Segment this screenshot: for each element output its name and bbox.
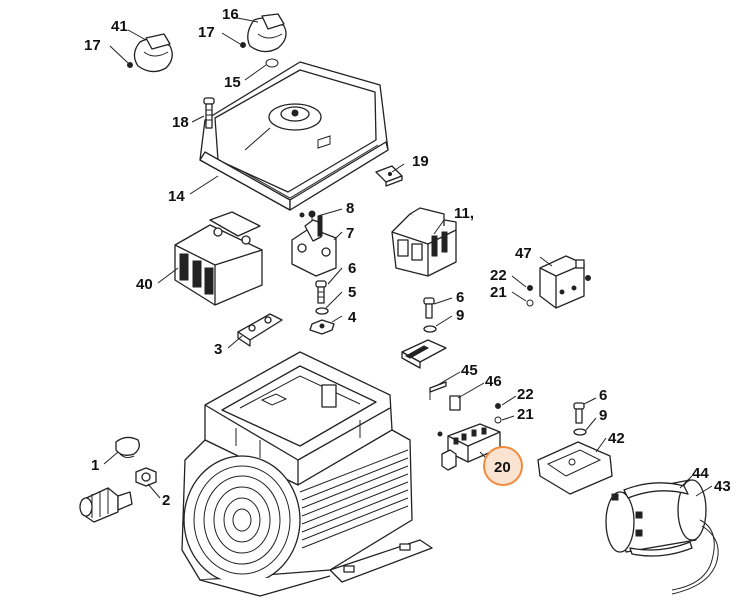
screw-6-center (315, 280, 327, 304)
washer-5 (315, 307, 329, 315)
label-21-lower: 21 (517, 406, 534, 423)
label-17-left: 17 (84, 37, 101, 54)
label-6-center: 6 (348, 260, 356, 277)
gland-nut-2 (135, 467, 157, 487)
motor-housing (181, 351, 433, 597)
label-45: 45 (461, 362, 478, 379)
switch-40 (174, 211, 263, 306)
highlight-circle-20 (483, 446, 523, 486)
label-4: 4 (348, 309, 357, 326)
nut-22-lower (495, 403, 501, 409)
label-2: 2 (162, 492, 170, 509)
nut-22-upper (527, 285, 533, 291)
capacitor-43 (605, 479, 719, 595)
screw-18 (203, 97, 215, 129)
washer-9-mid (423, 325, 437, 333)
relay-47 (539, 255, 585, 309)
label-14: 14 (168, 188, 185, 205)
label-20: 20 (494, 459, 511, 476)
knob-41 (133, 33, 173, 73)
label-6-right: 6 (599, 387, 607, 404)
clip-19 (375, 165, 403, 187)
label-43: 43 (714, 478, 731, 495)
label-15: 15 (224, 74, 241, 91)
cable-gland (79, 487, 133, 523)
capacitor-bracket-42 (537, 441, 613, 495)
label-9-right: 9 (599, 407, 607, 424)
label-7: 7 (346, 225, 354, 242)
label-8: 8 (346, 200, 354, 217)
nut-47 (585, 275, 591, 281)
screw-17-right (240, 42, 246, 48)
plug-1 (115, 436, 140, 459)
label-47: 47 (515, 245, 532, 262)
switch-7 (291, 215, 337, 277)
bracket (401, 339, 447, 369)
strain-relief-3 (237, 313, 283, 347)
label-5: 5 (348, 284, 356, 301)
label-11: 11, (454, 205, 474, 222)
leader-lines (103, 16, 713, 499)
washer-9-right (573, 428, 587, 436)
label-1: 1 (91, 457, 99, 474)
screw-6-mid (423, 297, 435, 319)
label-22-upper: 22 (490, 267, 507, 284)
o-ring-15 (265, 58, 279, 68)
label-9-mid: 9 (456, 307, 464, 324)
housing-cover-14 (199, 61, 389, 211)
label-19: 19 (412, 153, 429, 170)
clamp-44 (611, 482, 693, 557)
label-42: 42 (608, 430, 625, 447)
label-17-right: 17 (198, 24, 215, 41)
label-46: 46 (485, 373, 502, 390)
label-44: 44 (692, 465, 709, 482)
label-16: 16 (222, 6, 239, 23)
part-46 (449, 395, 461, 411)
nut-4 (309, 319, 335, 335)
label-18: 18 (172, 114, 189, 131)
small-screw (299, 212, 305, 218)
screw-17-left (127, 62, 133, 68)
label-21-upper: 21 (490, 284, 507, 301)
screw-6-right (573, 402, 585, 424)
label-40: 40 (136, 276, 153, 293)
knob-16 (247, 13, 287, 53)
washer-21-lower (494, 416, 502, 424)
label-3: 3 (214, 341, 222, 358)
label-22-lower: 22 (517, 386, 534, 403)
label-6-mid: 6 (456, 289, 464, 306)
washer-21-upper (526, 299, 534, 307)
label-41: 41 (111, 18, 128, 35)
part-45 (429, 381, 447, 400)
part-labels: 41 16 17 17 15 18 14 19 8 7 11, 40 47 22… (84, 6, 731, 509)
contactor-11 (391, 207, 457, 277)
